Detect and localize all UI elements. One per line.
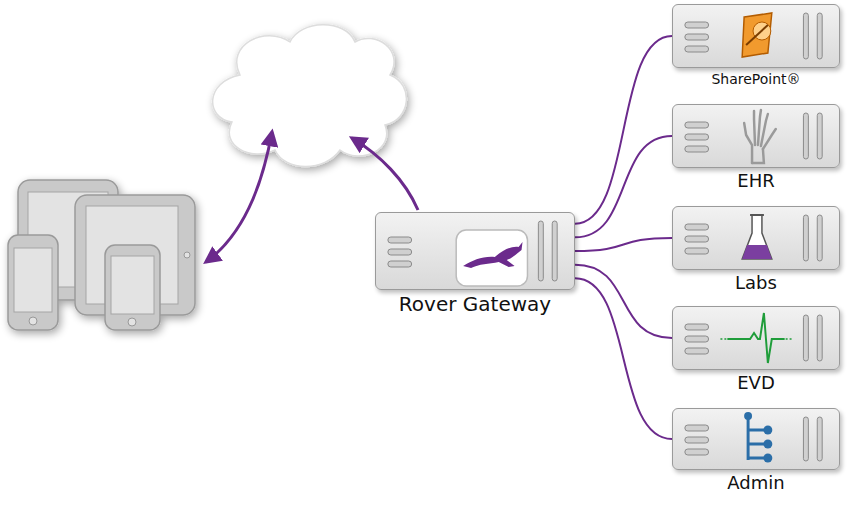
server-box bbox=[672, 408, 840, 470]
server-label: Labs bbox=[672, 273, 840, 294]
server-label: SharePoint® bbox=[672, 71, 840, 87]
server-node: EVD bbox=[672, 306, 840, 394]
server-node: Admin bbox=[672, 408, 840, 494]
cloud-link-arrow bbox=[352, 138, 418, 210]
server-node: Rover Gateway bbox=[375, 212, 575, 316]
connector bbox=[575, 136, 672, 237]
server-graphic bbox=[673, 409, 839, 469]
server-node: SharePoint® bbox=[672, 4, 840, 87]
connector bbox=[575, 278, 672, 439]
cloud-link-arrow bbox=[206, 132, 272, 262]
server-node: EHR bbox=[672, 104, 840, 192]
connector bbox=[575, 238, 672, 251]
connector bbox=[575, 36, 672, 224]
server-box bbox=[672, 104, 840, 168]
server-box bbox=[672, 206, 840, 270]
server-graphic bbox=[673, 5, 839, 67]
server-graphic bbox=[376, 213, 574, 289]
mobile-devices bbox=[8, 180, 195, 330]
server-graphic bbox=[673, 105, 839, 167]
server-label: Admin bbox=[672, 473, 840, 494]
server-label: EVD bbox=[672, 373, 840, 394]
server-box bbox=[375, 212, 575, 290]
server-graphic bbox=[673, 307, 839, 369]
server-box bbox=[672, 4, 840, 68]
server-node: Labs bbox=[672, 206, 840, 294]
connector bbox=[575, 265, 672, 338]
server-label: EHR bbox=[672, 171, 840, 192]
server-graphic bbox=[673, 207, 839, 269]
server-box bbox=[672, 306, 840, 370]
cloud bbox=[213, 25, 407, 167]
server-label: Rover Gateway bbox=[375, 293, 575, 316]
